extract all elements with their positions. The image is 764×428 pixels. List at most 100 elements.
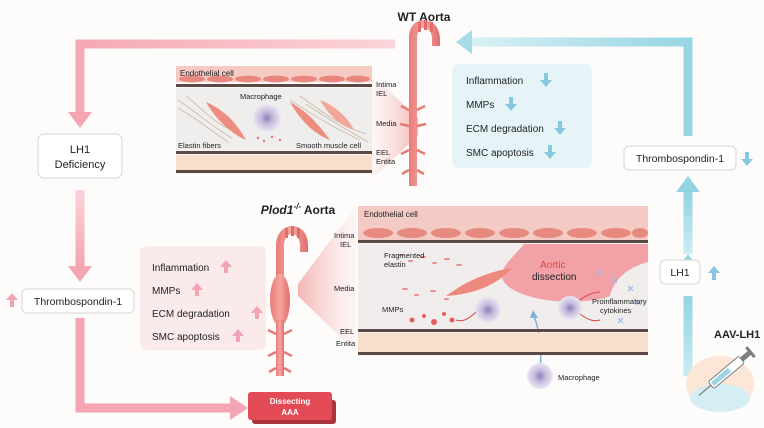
ko-fragmented-label-2: elastin xyxy=(384,260,406,269)
ko-effects-box xyxy=(140,246,266,350)
ko-title-sup: -/- xyxy=(293,202,301,211)
ko-effect-label: MMPs xyxy=(152,286,180,297)
ko-panel: Plod1-/- Aorta xyxy=(140,202,648,389)
right-thrombospondin-label: Thrombospondin-1 xyxy=(636,153,724,165)
wt-entita-label: Entita xyxy=(376,157,396,166)
lh1-deficiency-line1: LH1 xyxy=(70,144,90,156)
ko-fragmented-label-1: Fragmented xyxy=(384,251,424,260)
dissecting-aaa-node: Dissecting AAA xyxy=(248,392,336,424)
lh1-deficiency-node: LH1 Deficiency xyxy=(37,133,123,179)
wt-media-label: Media xyxy=(376,119,397,128)
wt-fan xyxy=(372,75,418,180)
ko-endothelial-label: Endothelial cell xyxy=(364,210,418,219)
down-arrow-icon xyxy=(544,145,556,159)
arrow-tsp-to-wt xyxy=(470,37,693,136)
ko-macrophage-label: Macrophage xyxy=(558,373,600,382)
ko-intima-label: Intima xyxy=(334,231,355,240)
ko-media-label: Media xyxy=(334,284,355,293)
wt-debris xyxy=(256,135,282,143)
arrow-head-aaa xyxy=(230,396,248,420)
ko-cytokines-label: cytokines xyxy=(600,306,632,315)
lh1-label: LH1 xyxy=(670,267,689,279)
wt-effects-box xyxy=(452,64,592,168)
up-arrow-icon xyxy=(191,283,203,296)
wt-iel-line xyxy=(176,84,372,87)
ko-eel-label: EEL xyxy=(340,327,354,336)
aav-lh1-label: AAV-LH1 xyxy=(714,329,760,341)
right-thrombospondin-down-arrow xyxy=(741,152,753,166)
ko-adventitia-bottom xyxy=(358,352,648,355)
down-arrow-icon xyxy=(554,121,566,135)
wt-eel-line xyxy=(176,151,372,154)
flow-arrows xyxy=(68,30,700,420)
arrow-head-lh1-tsp xyxy=(676,176,700,192)
wt-adventitia xyxy=(176,155,372,170)
ko-smooth-muscle-cell xyxy=(446,268,512,296)
ko-aortic-label-2: dissection xyxy=(532,272,576,283)
ko-dissection-area xyxy=(501,244,648,302)
left-thrombospondin-node: Thrombospondin-1 xyxy=(6,288,135,314)
ko-effect-label: ECM degradation xyxy=(152,309,230,320)
ko-arrow-cytokines xyxy=(579,291,601,322)
wt-macrophage-label: Macrophage xyxy=(240,92,282,101)
ko-aortic-label-1: Aortic xyxy=(540,260,566,271)
wt-smooth-muscle-cells xyxy=(206,100,354,140)
arrow-wt-to-deficiency xyxy=(75,39,395,116)
ko-fragmented-elastin xyxy=(398,254,462,300)
wt-macrophage xyxy=(253,104,281,132)
wt-elastin-fibers xyxy=(177,95,369,143)
wt-aorta-vessel xyxy=(399,20,440,186)
ko-fan xyxy=(298,206,356,352)
wt-endothelial-cells xyxy=(179,75,370,83)
wt-panel: WT Aorta Endothelial cel xyxy=(176,10,592,186)
down-arrow-icon xyxy=(505,97,517,111)
ko-arrow-macrophage-to-mmp xyxy=(455,311,477,322)
ko-incoming-macrophage xyxy=(527,363,553,389)
ko-macrophage-left xyxy=(475,297,501,323)
ko-title-rest: Aorta xyxy=(301,203,336,217)
wt-elastin-label: Elastin fibers xyxy=(178,141,221,150)
ko-effect-label: SMC apoptosis xyxy=(152,332,220,343)
ko-aorta-vessel xyxy=(267,226,308,376)
left-thrombospondin-up-arrow xyxy=(6,293,18,307)
lh1-up-arrow xyxy=(708,266,720,280)
up-arrow-icon xyxy=(232,329,244,342)
syringe-icon xyxy=(698,346,756,396)
wt-effect-label: Inflammation xyxy=(466,76,523,87)
left-thrombospondin-label: Thrombospondin-1 xyxy=(34,296,122,308)
aav-lh1-injection: AAV-LH1 xyxy=(686,329,760,412)
dissecting-aaa-line2: AAA xyxy=(281,408,299,417)
ko-effect-label: Inflammation xyxy=(152,263,209,274)
arrow-deficiency-to-tsp xyxy=(75,190,85,268)
arrow-head-tsp xyxy=(68,266,92,282)
wt-intima-label: Intima xyxy=(376,80,397,89)
up-arrow-icon xyxy=(251,306,263,319)
right-thrombospondin-node: Thrombospondin-1 xyxy=(623,145,753,171)
down-arrow-icon xyxy=(540,73,552,87)
ko-iel-line xyxy=(358,240,648,243)
ko-endothelial-cells xyxy=(363,228,648,238)
ko-entita-label: Entita xyxy=(336,339,356,348)
aav-mouse-shadow xyxy=(690,384,750,412)
lh1-node: LH1 xyxy=(659,259,720,285)
wt-endothelial-label: Endothelial cell xyxy=(180,69,234,78)
ko-title: Plod1-/- Aorta xyxy=(261,202,336,217)
up-arrow-icon xyxy=(220,260,232,273)
wt-smc-label: Smooth muscle cell xyxy=(296,141,361,150)
arrow-aav-to-lh1 xyxy=(683,296,693,376)
ko-adventitia xyxy=(358,333,648,352)
arrow-lh1-to-tsp xyxy=(683,190,693,254)
arrow-tsp-to-aaa xyxy=(75,318,232,413)
ko-iel-label: IEL xyxy=(340,240,351,249)
ko-arrow-macrophage-in-head xyxy=(530,310,538,318)
ko-title-gene: Plod1 xyxy=(261,203,294,217)
wt-iel-label: IEL xyxy=(376,89,387,98)
ko-mmps-label: MMPs xyxy=(382,305,403,314)
arrow-head-wt xyxy=(456,30,472,54)
ko-mmp-dots xyxy=(409,312,455,325)
ko-macrophage-right xyxy=(558,296,582,320)
wt-adventitia-bottom xyxy=(176,170,372,173)
wt-effect-label: SMC apoptosis xyxy=(466,148,534,159)
lh1-deficiency-line2: Deficiency xyxy=(55,159,106,171)
